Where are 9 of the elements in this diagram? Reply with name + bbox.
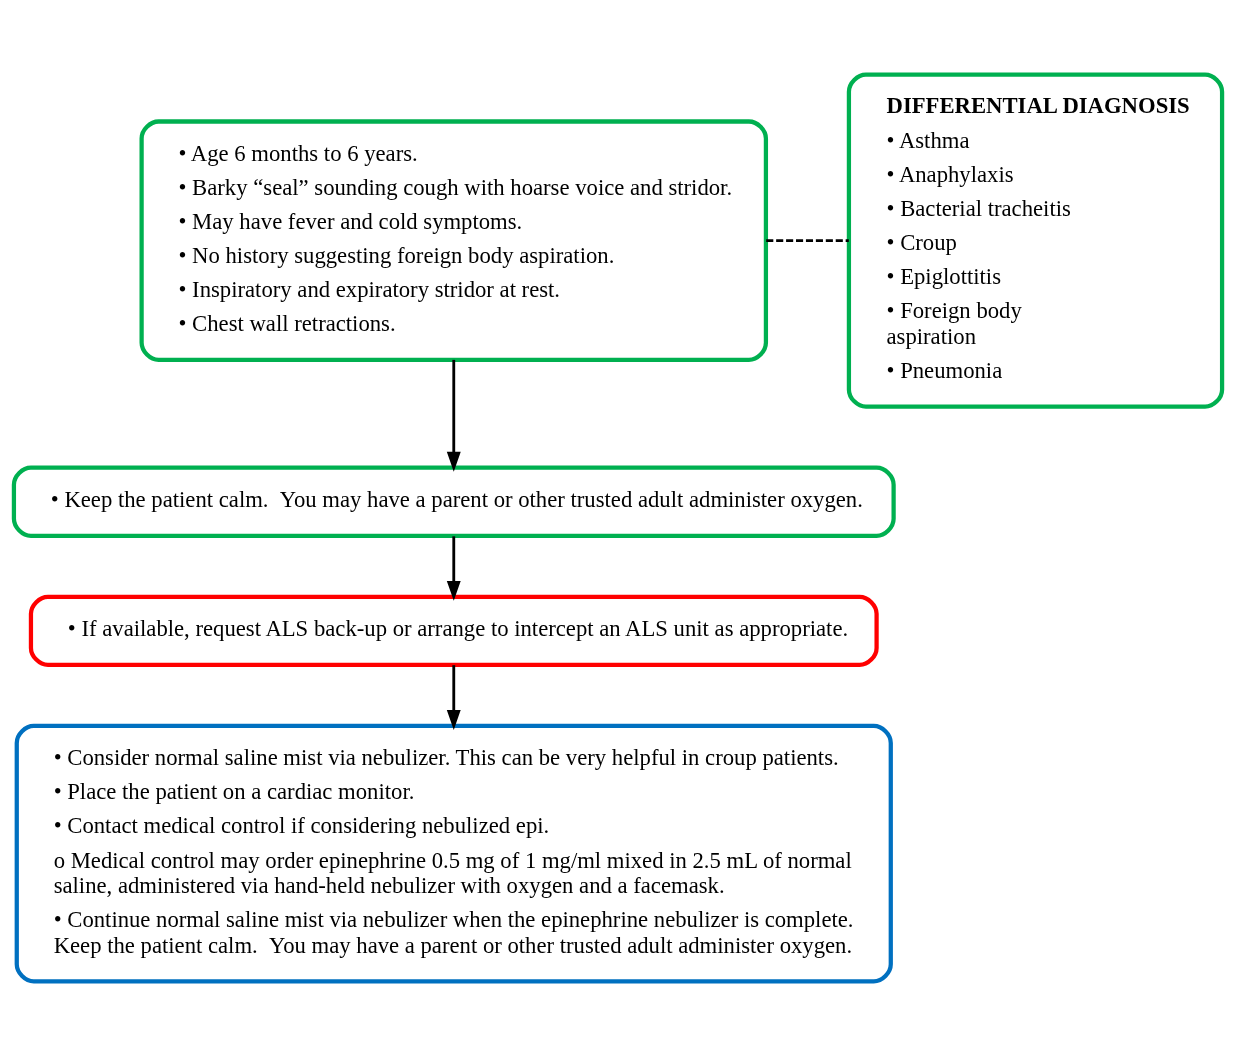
- connector: [766, 238, 849, 242]
- arrow: [446, 664, 461, 730]
- node-box: • Consider normal saline mist via nebulizer. This can be very helpful in croup patients. • Place the patient on a cardiac monitor. • Contact medical control if considering nebulized epi. o Medical control may order epinephrine 0.5 mg of 1 mg/ml mixed in 2.5 mL of normal saline, administered via hand-held nebulizer with oxygen and a facemask. • Continue normal saline mist via nebulizer when the epinephrine nebulizer is complete. Keep the patient calm. You may have a parent or other trusted adult administer oxygen.: [14, 723, 893, 983]
- node-box: • Age 6 months to 6 years. • Barky “seal” sounding cough with hoarse voice and stridor. • May have fever and cold symptoms. • No history suggesting foreign body aspiration. • Inspiratory and expiratory stridor at rest. • Chest wall retractions.: [139, 118, 769, 362]
- node-box: • If available, request ALS back-up or arrange to intercept an ALS unit as appropriate.: [28, 594, 879, 667]
- node-box: • Keep the patient calm. You may have a parent or other trusted adult administer oxygen.: [11, 465, 896, 538]
- arrow: [446, 359, 461, 472]
- arrow: [446, 535, 461, 601]
- node-box: DIFFERENTIAL DIAGNOSIS • Asthma • Anaphylaxis • Bacterial tracheitis • Croup • Epiglottitis • Foreign body aspiration • Pneumonia: [846, 72, 1225, 409]
